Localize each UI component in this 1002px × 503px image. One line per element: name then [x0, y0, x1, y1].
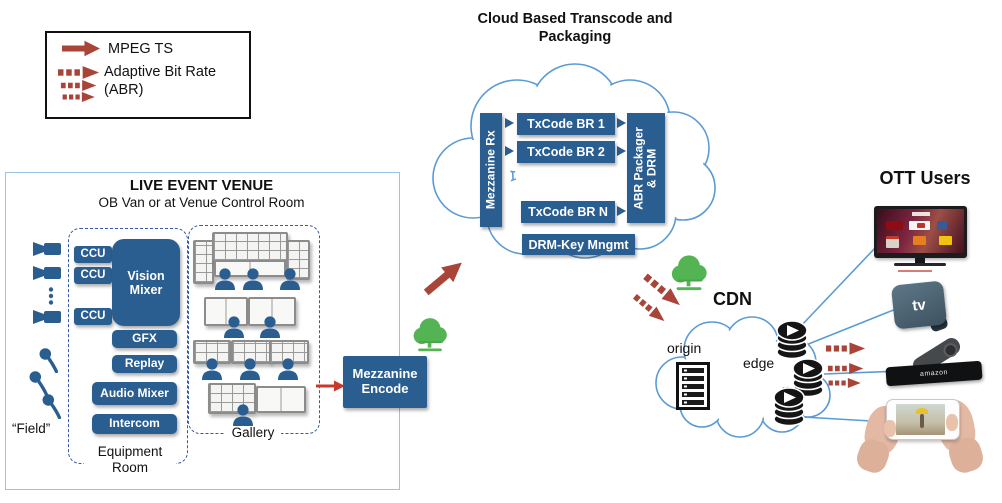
tv-stand-base: [894, 263, 946, 266]
photo-person: [920, 414, 924, 428]
youtube-tile: [909, 221, 930, 230]
flow-arrowhead: [617, 118, 626, 128]
drm-key-box: DRM-Key Mngmt: [522, 234, 635, 255]
abr-delivery-arrow: [826, 342, 866, 355]
audio-mixer-box: Audio Mixer: [92, 382, 177, 405]
right-thumb: [946, 414, 958, 431]
legend-abr-label: Adaptive Bit Rate (ABR): [104, 64, 217, 99]
apple-tv-label: tv: [911, 295, 927, 315]
edge-label: edge: [743, 355, 775, 371]
abr-delivery-arrow: [827, 378, 863, 388]
app-tile: [886, 236, 899, 248]
youtube-play-glyph: [917, 223, 925, 228]
monitor-wall-icon: [214, 260, 286, 277]
monitor-wall-icon: [204, 297, 248, 326]
replay-box: Replay: [112, 355, 177, 373]
edge-cache-icon: [774, 320, 810, 360]
network-cloud-icon: [668, 252, 710, 292]
cdn-title: CDN: [713, 289, 752, 309]
gfx-box: GFX: [112, 330, 177, 348]
apple-tv-icon: tv: [890, 280, 948, 330]
legend-mpeg-label: MPEG TS: [108, 41, 173, 57]
monitor-wall-icon: [193, 240, 214, 284]
photo-umbrella: [916, 408, 928, 414]
monitor-wall-icon: [212, 232, 288, 262]
smartphone-icon: [886, 399, 960, 440]
venue-subtitle: OB Van or at Venue Control Room: [98, 195, 305, 210]
venue-title: LIVE EVENT VENUE: [129, 177, 274, 194]
transcode-cloud-title: Cloud Based Transcode and Packaging: [477, 11, 673, 46]
equipment-room-label: Equipment Room: [84, 444, 176, 477]
mezzanine-rx-box: Mezzanine Rx: [480, 113, 502, 227]
smart-tv-icon: [874, 206, 967, 258]
flow-arrowhead: [617, 146, 626, 156]
vision-mixer-box: Vision Mixer: [112, 239, 180, 326]
gallery-label: Gallery: [225, 425, 281, 440]
tv-stand: [915, 258, 925, 263]
fire-stick-brand-label: amazon: [919, 369, 949, 378]
ccu-box-3: CCU: [74, 308, 112, 325]
tv-caption-mark: [898, 270, 932, 272]
abr-packager-box: ABR Packager & DRM: [627, 113, 665, 223]
left-thumb: [884, 420, 896, 437]
app-tile: [913, 236, 926, 245]
ott-users-title: OTT Users: [879, 168, 971, 188]
facebook-tile: [937, 221, 947, 230]
flow-arrowhead: [617, 206, 626, 216]
tv-logo-bar: [912, 212, 930, 216]
intercom-box: Intercom: [92, 414, 177, 434]
monitor-wall-icon: [256, 386, 306, 413]
monitor-wall-icon: [193, 340, 231, 364]
phone-screen: [896, 404, 945, 435]
txcode-br2-box: TxCode BR 2: [517, 141, 615, 163]
txcode-brn-box: TxCode BR N: [521, 201, 615, 223]
flow-arrowhead: [505, 146, 514, 156]
txcode-br1-box: TxCode BR 1: [517, 113, 615, 135]
ellipsis-dots-icon: [48, 287, 54, 305]
flow-arrowhead: [505, 118, 514, 128]
ccu-box-1: CCU: [74, 246, 112, 263]
app-tile: [939, 236, 952, 245]
mezzanine-encode-box: Mezzanine Encode: [343, 356, 427, 408]
field-label: “Field”: [12, 421, 51, 436]
network-cloud-icon: [410, 314, 450, 354]
monitor-wall-icon: [208, 383, 256, 414]
monitor-wall-icon: [286, 240, 310, 280]
abr-delivery-arrow: [826, 363, 866, 374]
netflix-tile: [886, 221, 903, 230]
edge-cache-icon: [771, 387, 807, 427]
mpeg-ts-flow-arrow: [316, 380, 345, 392]
ccu-box-2: CCU: [74, 267, 112, 284]
tv-screen: [877, 209, 964, 253]
origin-label: origin: [667, 340, 702, 356]
